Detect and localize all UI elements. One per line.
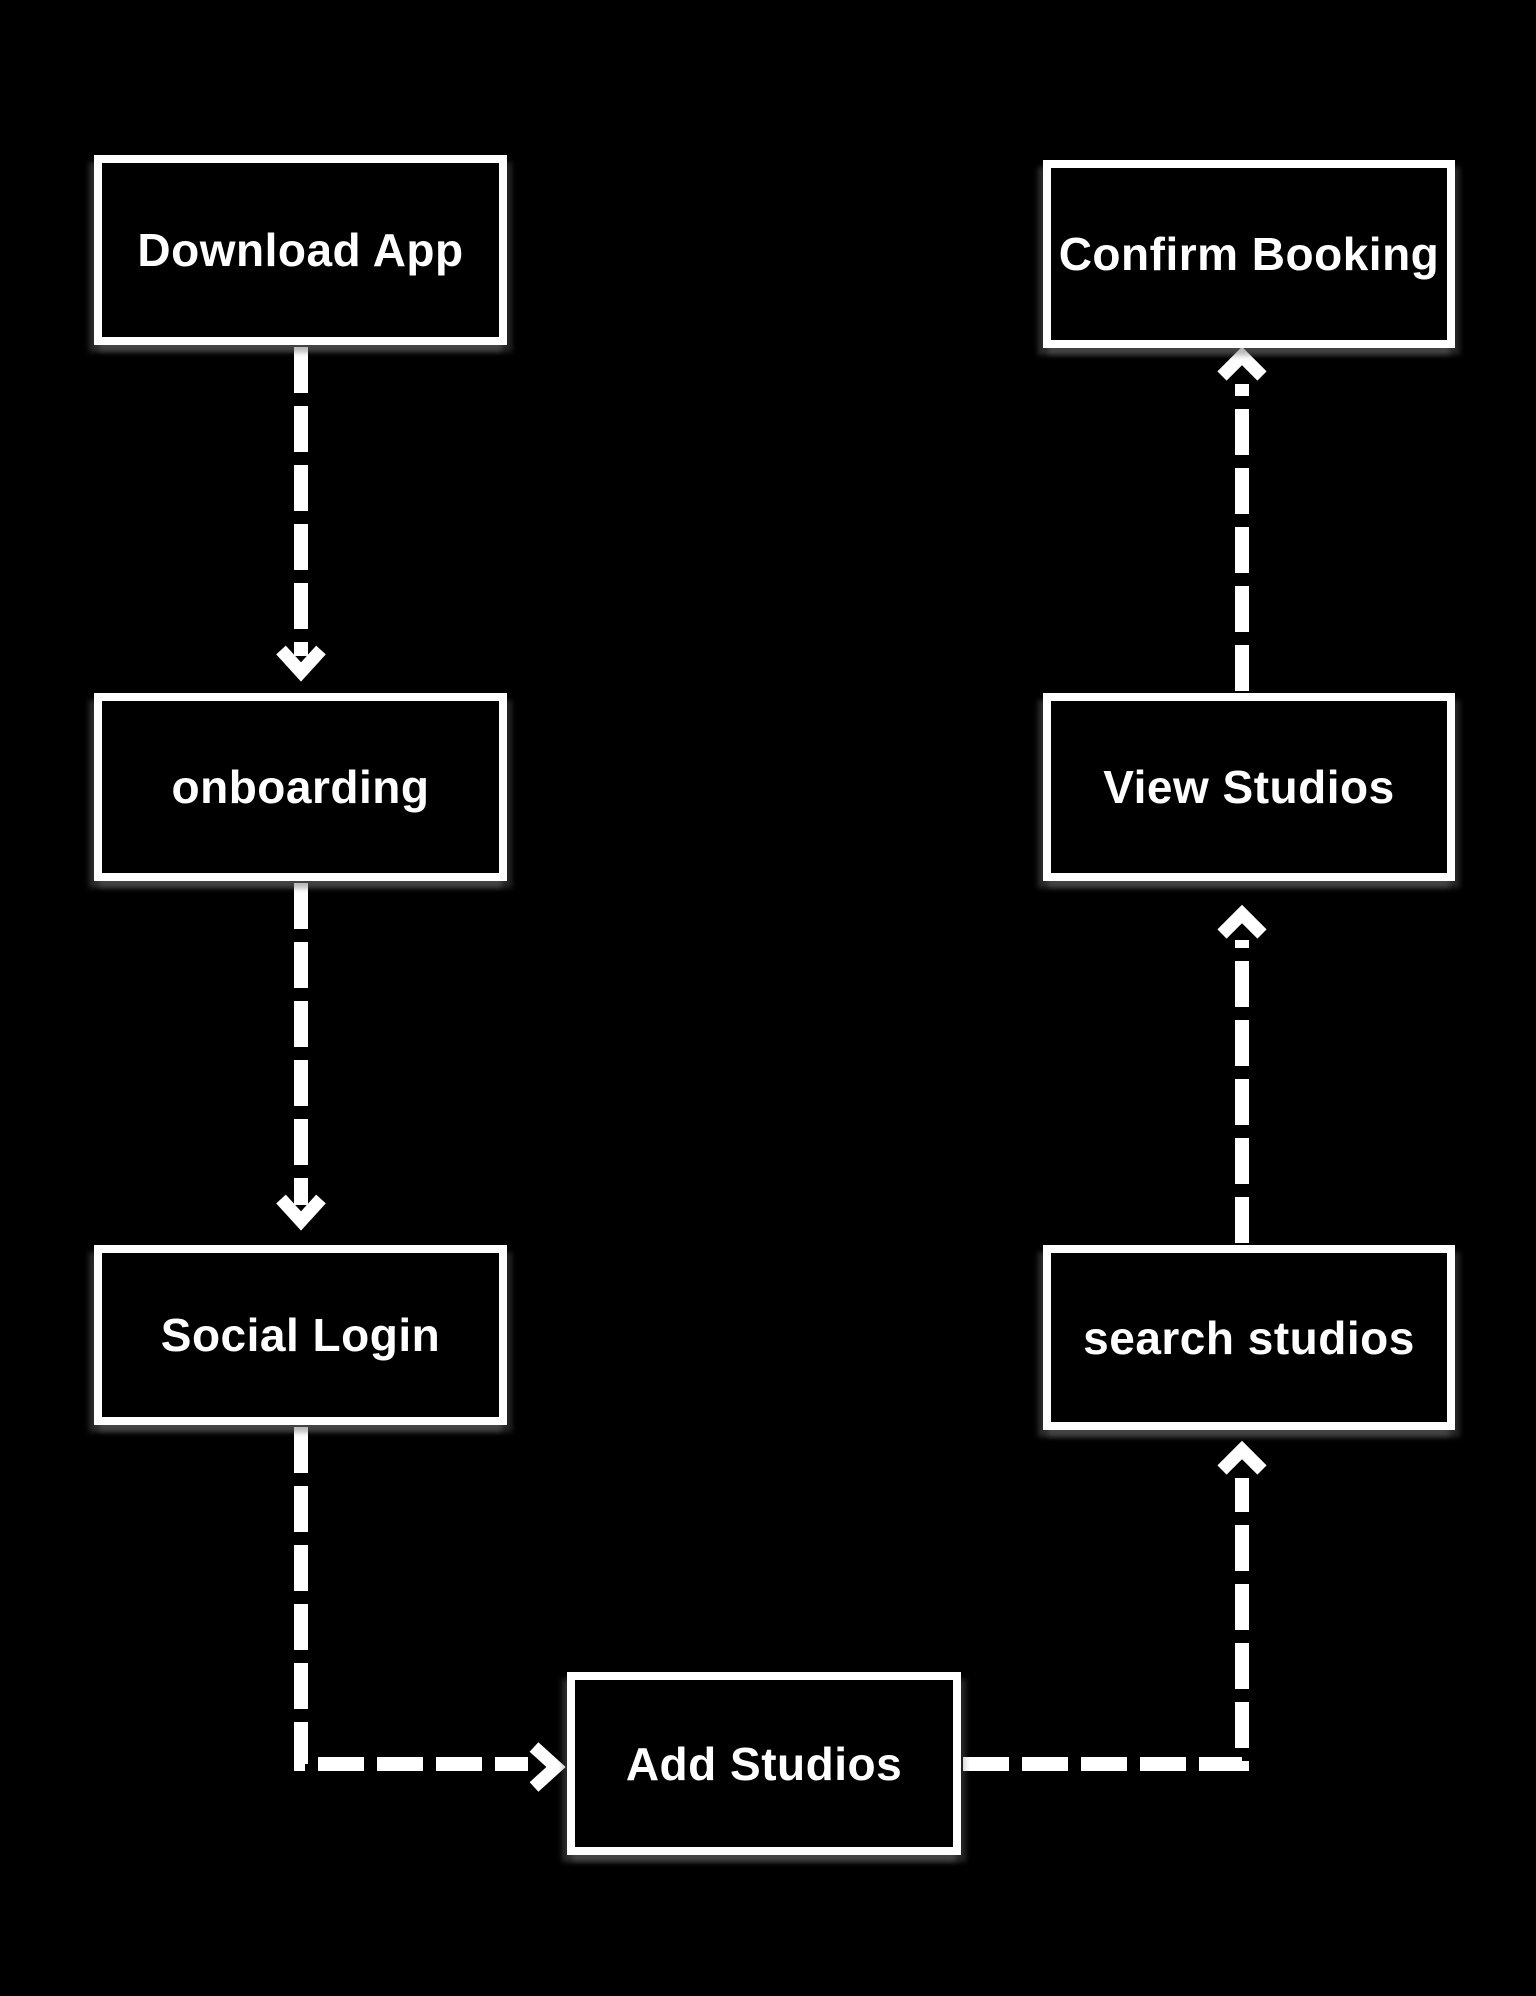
node-label: search studios [1083, 1311, 1415, 1364]
arrowhead-down [276, 1194, 326, 1231]
node-download-app[interactable]: Download App [94, 155, 507, 345]
edge-onboarding-to-social-login [276, 883, 326, 1231]
edge-view-studios-to-confirm-booking [1217, 346, 1267, 691]
node-confirm-booking[interactable]: Confirm Booking [1043, 160, 1455, 348]
edge-line [963, 1478, 1249, 1771]
arrowhead-up [1217, 904, 1267, 939]
node-add-studios[interactable]: Add Studios [567, 1672, 961, 1855]
node-social-login[interactable]: Social Login [94, 1245, 507, 1425]
edge-download-app-to-onboarding [276, 347, 326, 682]
node-onboarding[interactable]: onboarding [94, 693, 507, 881]
node-label: onboarding [171, 761, 430, 813]
arrowhead-right [529, 1742, 566, 1792]
node-label: Download App [137, 224, 464, 276]
node-label: Confirm Booking [1058, 228, 1440, 280]
node-search-studios[interactable]: search studios [1043, 1245, 1455, 1430]
edge-social-login-to-add-studios [294, 1427, 566, 1792]
edge-line [294, 1427, 528, 1771]
arrowhead-up [1217, 1440, 1267, 1475]
node-label: Social Login [160, 1309, 441, 1361]
arrowhead-down [276, 645, 326, 682]
edge-add-studios-to-search-studios [963, 1440, 1267, 1771]
arrowhead-up [1217, 346, 1267, 381]
node-label: Add Studios [625, 1737, 903, 1790]
node-view-studios[interactable]: View Studios [1043, 693, 1455, 881]
edge-search-studios-to-view-studios [1217, 904, 1267, 1243]
node-label: View Studios [1103, 761, 1395, 813]
